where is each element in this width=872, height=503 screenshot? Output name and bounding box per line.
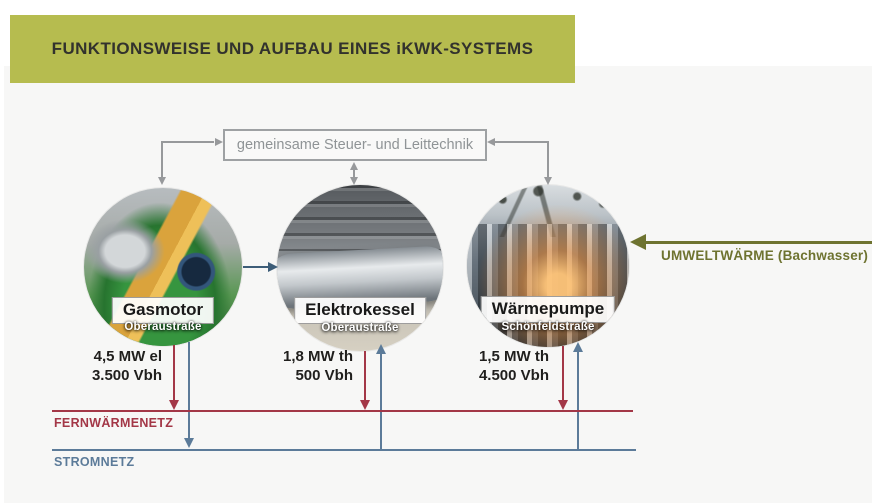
full-load-hours: 4.500 Vbh bbox=[478, 367, 549, 384]
unit-location-label: Schönfeldstraße bbox=[501, 321, 595, 333]
heat-flow-line bbox=[364, 351, 366, 401]
elektrokessel-photo-pipes bbox=[277, 185, 443, 252]
arrow-up-icon bbox=[376, 344, 386, 354]
unit-capacity: 1,5 MW th 4.500 Vbh bbox=[439, 347, 549, 385]
unit-name-label: Wärmepumpe bbox=[480, 296, 616, 323]
arrow-left-icon bbox=[630, 234, 646, 250]
connector-line bbox=[547, 141, 549, 178]
arrow-right-icon bbox=[268, 262, 278, 272]
full-load-hours: 500 Vbh bbox=[295, 367, 353, 384]
environment-heat-line bbox=[645, 241, 872, 244]
capacity-value: 1,8 MW th bbox=[283, 348, 353, 365]
district-heating-label: FERNWÄRMENETZ bbox=[54, 416, 174, 430]
power-flow-line bbox=[577, 351, 579, 450]
unit-elektrokessel: Elektrokessel Oberaustraße bbox=[277, 185, 443, 351]
arrow-down-icon bbox=[558, 400, 568, 410]
district-heating-line bbox=[52, 410, 633, 412]
power-flow-line bbox=[188, 342, 190, 438]
arrow-down-icon bbox=[350, 177, 358, 185]
arrow-down-icon bbox=[169, 400, 179, 410]
connector-line bbox=[353, 168, 355, 179]
heat-flow-line bbox=[173, 345, 175, 401]
connector-line bbox=[162, 141, 214, 143]
unit-name-label: Elektrokessel bbox=[294, 297, 426, 324]
unit-gasmotor: Gasmotor Oberaustraße bbox=[84, 188, 242, 346]
title-banner: FUNKTIONSWEISE UND AUFBAU EINES iKWK-SYS… bbox=[10, 15, 575, 83]
connector-line bbox=[495, 141, 548, 143]
control-unit-box: gemeinsame Steuer- und Leittechnik bbox=[223, 129, 487, 161]
power-grid-label: STROMNETZ bbox=[54, 455, 135, 469]
environment-heat-label: UMWELTWÄRME (Bachwasser) bbox=[661, 248, 869, 263]
control-unit-label: gemeinsame Steuer- und Leittechnik bbox=[236, 137, 474, 153]
heat-flow-line bbox=[562, 346, 564, 401]
arrow-left-icon bbox=[487, 138, 495, 146]
unit-location-label: Oberaustraße bbox=[124, 321, 202, 333]
unit-location-label: Oberaustraße bbox=[321, 322, 399, 334]
page-title: FUNKTIONSWEISE UND AUFBAU EINES iKWK-SYS… bbox=[51, 39, 534, 58]
full-load-hours: 3.500 Vbh bbox=[91, 367, 162, 384]
power-grid-line bbox=[52, 449, 636, 451]
arrow-down-icon bbox=[158, 177, 166, 185]
arrow-up-icon bbox=[573, 342, 583, 352]
arrow-down-icon bbox=[544, 177, 552, 185]
power-flow-line bbox=[380, 353, 382, 450]
left-margin bbox=[0, 66, 4, 503]
arrow-down-icon bbox=[184, 438, 194, 448]
unit-capacity: 4,5 MW el 3.500 Vbh bbox=[52, 347, 162, 385]
capacity-value: 4,5 MW el bbox=[93, 348, 162, 365]
arrow-up-icon bbox=[350, 162, 358, 170]
capacity-value: 1,5 MW th bbox=[479, 348, 549, 365]
connector-line bbox=[161, 141, 163, 178]
arrow-down-icon bbox=[360, 400, 370, 410]
arrow-right-icon bbox=[215, 138, 223, 146]
unit-link-line bbox=[243, 266, 269, 268]
unit-capacity: 1,8 MW th 500 Vbh bbox=[243, 347, 353, 385]
unit-waermepumpe: Wärmepumpe Schönfeldstraße bbox=[467, 185, 629, 347]
unit-name-label: Gasmotor bbox=[111, 297, 215, 324]
